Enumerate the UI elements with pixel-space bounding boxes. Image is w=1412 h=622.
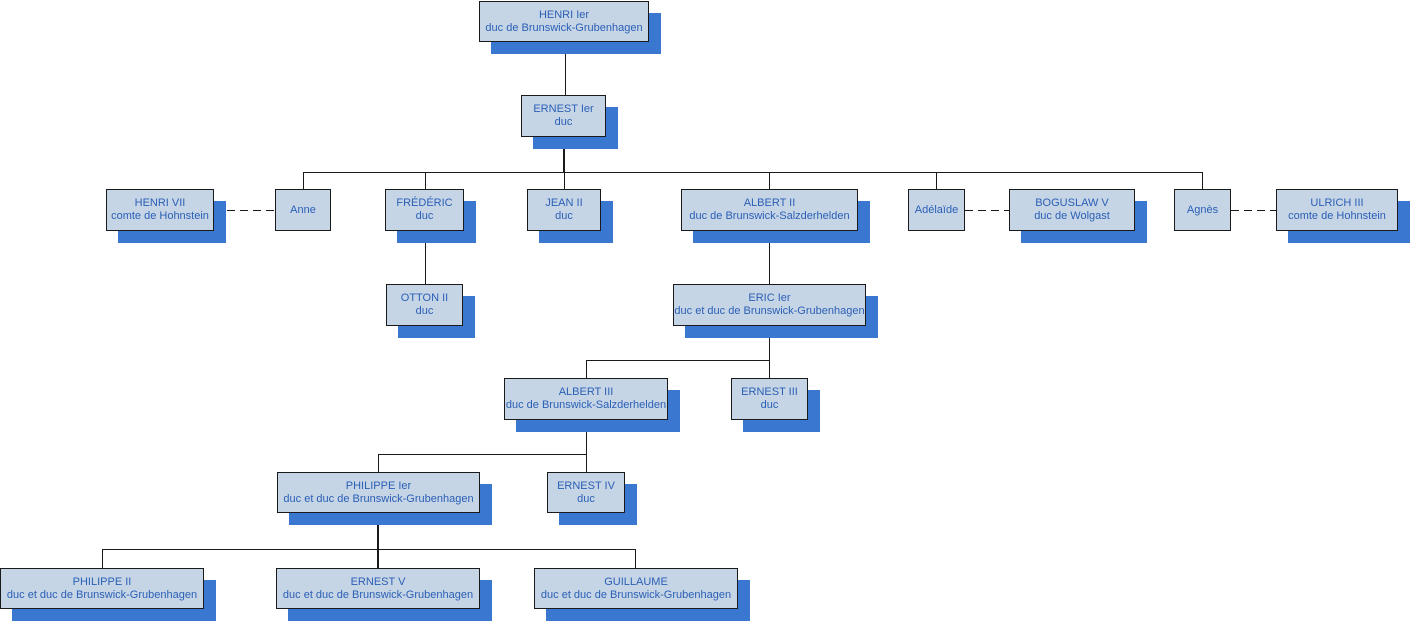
person-node-jean2: JEAN II duc	[527, 189, 613, 243]
person-node-frederic: FRÉDÉRIC duc	[385, 189, 476, 243]
person-name: HENRI VII	[134, 197, 186, 209]
person-name: PHILIPPE Ier	[345, 479, 412, 492]
node-box: OTTON II duc	[386, 284, 463, 326]
person-node-albert2: ALBERT II duc de Brunswick-Salzderhelden	[681, 189, 870, 243]
person-name: OTTON II	[400, 292, 449, 304]
person-node-ernest3: ERNEST III duc	[731, 378, 820, 432]
person-node-ernest5: ERNEST V duc et duc de Brunswick-Grubenh…	[276, 568, 492, 621]
person-name: ERNEST Ier	[533, 103, 594, 115]
node-box: ERNEST III duc	[731, 378, 808, 420]
person-node-philippe1: PHILIPPE Ier duc et duc de Brunswick-Gru…	[277, 472, 492, 525]
person-node-philippe2: PHILIPPE II duc et duc de Brunswick-Grub…	[0, 568, 216, 621]
person-name: ERNEST V	[350, 575, 406, 588]
person-node-ulrich3: ULRICH III comte de Hohnstein	[1276, 189, 1410, 243]
person-title: duc	[415, 305, 434, 317]
person-title: duc	[415, 210, 434, 222]
person-name: Adélaïde	[914, 203, 959, 216]
person-title: duc de Brunswick-Salzderhelden	[505, 399, 667, 411]
node-box: ERIC Ier duc et duc de Brunswick-Grubenh…	[673, 284, 866, 326]
node-box: HENRI VII comte de Hohnstein	[106, 189, 214, 231]
node-box: ULRICH III comte de Hohnstein	[1276, 189, 1398, 231]
person-title: duc de Wolgast	[1034, 210, 1110, 222]
person-title: duc de Brunswick-Salzderhelden	[689, 210, 850, 222]
person-node-albert3: ALBERT III duc de Brunswick-Salzderhelde…	[504, 378, 680, 432]
node-box: Agnès	[1174, 189, 1231, 231]
person-node-henri1: HENRI Ier duc de Brunswick-Grubenhagen	[479, 1, 661, 54]
person-title: duc et duc de Brunswick-Grubenhagen	[674, 305, 865, 317]
person-name: ULRICH III	[1310, 197, 1364, 209]
person-title: duc	[554, 116, 573, 128]
person-node-ernest1: ERNEST Ier duc	[521, 95, 618, 149]
person-title: duc de Brunswick-Grubenhagen	[485, 21, 643, 34]
person-title: duc et duc de Brunswick-Grubenhagen	[540, 588, 732, 601]
person-node-eric1: ERIC Ier duc et duc de Brunswick-Grubenh…	[673, 284, 878, 338]
person-node-henri7: HENRI VII comte de Hohnstein	[106, 189, 226, 243]
person-name: FRÉDÉRIC	[396, 197, 453, 209]
person-node-otton2: OTTON II duc	[386, 284, 475, 338]
person-title: duc	[760, 399, 779, 411]
node-box: BOGUSLAW V duc de Wolgast	[1009, 189, 1135, 231]
person-name: Anne	[290, 203, 316, 216]
node-box: ERNEST V duc et duc de Brunswick-Grubenh…	[276, 568, 480, 609]
person-name: Agnès	[1186, 203, 1219, 216]
person-name: BOGUSLAW V	[1035, 197, 1109, 209]
person-name: ALBERT II	[743, 197, 796, 209]
node-box: PHILIPPE II duc et duc de Brunswick-Grub…	[0, 568, 204, 609]
person-title: duc et duc de Brunswick-Grubenhagen	[283, 492, 474, 505]
node-box: ERNEST Ier duc	[521, 95, 606, 137]
node-box: ERNEST IV duc	[547, 472, 625, 513]
person-name: JEAN II	[545, 197, 583, 209]
person-name: ERNEST III	[741, 386, 798, 398]
person-name: HENRI Ier	[538, 8, 590, 21]
person-name: GUILLAUME	[604, 575, 668, 588]
node-box: PHILIPPE Ier duc et duc de Brunswick-Gru…	[277, 472, 480, 513]
person-title: comte de Hohnstein	[111, 210, 209, 222]
person-node-anne: Anne	[275, 189, 331, 231]
node-box: HENRI Ier duc de Brunswick-Grubenhagen	[479, 1, 649, 42]
person-node-ernest4: ERNEST IV duc	[547, 472, 637, 525]
person-title: duc et duc de Brunswick-Grubenhagen	[6, 588, 198, 601]
node-box: Anne	[275, 189, 331, 231]
person-name: ERIC Ier	[748, 292, 791, 304]
person-node-boguslaw5: BOGUSLAW V duc de Wolgast	[1009, 189, 1147, 243]
person-node-guillaume: GUILLAUME duc et duc de Brunswick-Gruben…	[534, 568, 750, 621]
node-box: Adélaïde	[908, 189, 965, 231]
person-title: duc et duc de Brunswick-Grubenhagen	[282, 588, 474, 601]
person-name: ERNEST IV	[557, 479, 615, 492]
person-name: ALBERT III	[558, 386, 614, 398]
person-title: comte de Hohnstein	[1288, 210, 1386, 222]
node-box: ALBERT III duc de Brunswick-Salzderhelde…	[504, 378, 668, 420]
node-box: ALBERT II duc de Brunswick-Salzderhelden	[681, 189, 858, 231]
person-name: PHILIPPE II	[72, 575, 132, 588]
node-box: JEAN II duc	[527, 189, 601, 231]
person-node-agnes: Agnès	[1174, 189, 1231, 231]
person-title: duc	[555, 210, 573, 222]
node-box: FRÉDÉRIC duc	[385, 189, 464, 231]
person-title: duc	[577, 492, 595, 505]
node-box: GUILLAUME duc et duc de Brunswick-Gruben…	[534, 568, 738, 609]
person-node-adelaide: Adélaïde	[908, 189, 965, 231]
